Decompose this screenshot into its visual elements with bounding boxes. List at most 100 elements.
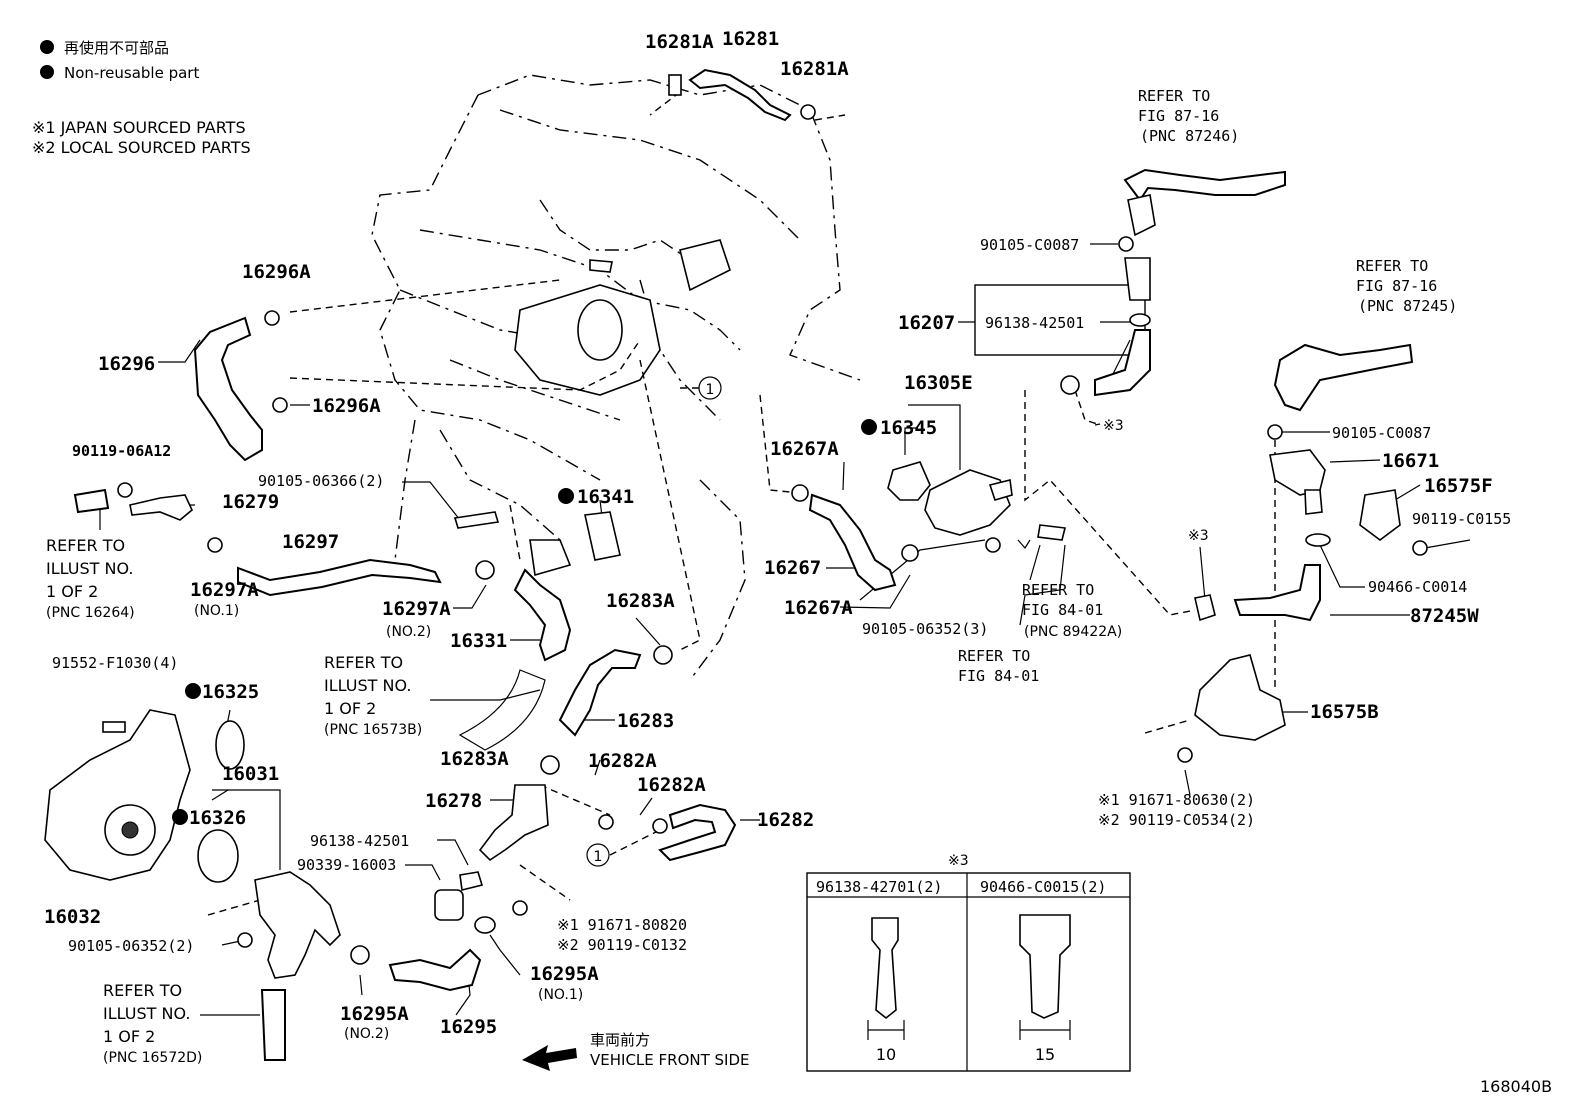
hose-16331 xyxy=(513,568,572,662)
clip-16282A xyxy=(652,818,668,834)
legend-note-local: ※2 LOCAL SOURCED PARTS xyxy=(32,138,251,157)
clip-16281A xyxy=(668,74,682,96)
part-labels: 16281A 16281 16281A 16296A 16296 16296A … xyxy=(44,28,1511,1042)
part-label: 16296A xyxy=(242,261,311,283)
part-label: 16267A xyxy=(784,597,853,619)
hose-87245W xyxy=(1233,564,1321,622)
part-label: 16282A xyxy=(588,750,657,772)
clip-90466-C0015-drawing xyxy=(1019,914,1071,1019)
legend-non-reusable-jp: 再使用不可部品 xyxy=(64,39,169,57)
ref-line: 1 OF 2 xyxy=(46,582,98,601)
joint-16279 xyxy=(129,494,193,521)
non-reusable-dot-icon xyxy=(185,683,201,699)
part-label: 16207 xyxy=(898,312,955,334)
ref-line: FIG 87-16 xyxy=(1138,107,1219,125)
clip-16282A xyxy=(598,814,614,830)
valve-16671 xyxy=(1269,449,1326,496)
clip-16267A xyxy=(791,484,809,502)
parts: 1 1 xyxy=(44,68,1428,1061)
part-label: 16267A xyxy=(770,438,839,460)
ref-line: REFER TO xyxy=(103,981,182,1000)
vehicle-front-indicator: 車両前方 VEHICLE FRONT SIDE xyxy=(522,1031,750,1071)
ref-line: FIG 87-16 xyxy=(1356,277,1437,295)
table-col-header: 96138-42701(2) xyxy=(816,878,942,896)
legend: 再使用不可部品 Non-reusable part ※1 JAPAN SOURC… xyxy=(32,39,251,157)
part-label: 16325 xyxy=(202,681,259,703)
part-label: 16296A xyxy=(312,395,381,417)
front-label-jp: 車両前方 xyxy=(590,1031,650,1049)
leader-dashes xyxy=(207,91,1276,916)
part-label: 90119-C0155 xyxy=(1412,510,1511,528)
part-label: ※3 xyxy=(1188,528,1209,544)
ref-line: (PNC 16264) xyxy=(46,605,135,621)
clip-16281A xyxy=(800,104,816,120)
ref-line: (PNC 16573B) xyxy=(324,722,422,738)
joint-16207 xyxy=(1124,257,1151,301)
non-reusable-dot-icon xyxy=(40,65,54,79)
part-label: 16267 xyxy=(764,557,821,579)
reference-circle-number: 1 xyxy=(594,849,603,865)
clip-16296A xyxy=(272,397,288,413)
engine-outline xyxy=(371,74,861,681)
figure-id: 168040B xyxy=(1480,1077,1552,1096)
clip-16283A xyxy=(653,645,673,665)
ref-line: ILLUST NO. xyxy=(103,1004,190,1023)
reference-notes: REFER TO FIG 87-16 (PNC 87246) REFER TO … xyxy=(46,87,1457,1066)
front-label-en: VEHICLE FRONT SIDE xyxy=(590,1051,750,1069)
part-label: 16331 xyxy=(450,630,507,652)
legend-note-japan: ※1 JAPAN SOURCED PARTS xyxy=(32,118,246,137)
part-label: 16281A xyxy=(645,31,714,53)
pipe-16278 xyxy=(478,784,549,862)
hose-16297 xyxy=(237,558,442,597)
clip-16295A xyxy=(474,916,496,934)
water-inlet-16031 xyxy=(254,871,341,979)
clip-16297A xyxy=(207,537,223,553)
plug-90339 xyxy=(434,889,464,921)
part-label: ※2 90119-C0132 xyxy=(557,936,687,954)
part-label: 16295A xyxy=(340,1003,409,1025)
part-label: 16575B xyxy=(1310,701,1379,723)
clip-detail-table: ※3 96138-42701(2) 90466-C0015(2) 10 15 xyxy=(806,853,1131,1072)
bolt-90105-C0087-icon xyxy=(1267,424,1283,440)
ref-line: ILLUST NO. xyxy=(46,559,133,578)
table-dimension: 10 xyxy=(876,1045,896,1064)
part-label: 16671 xyxy=(1382,450,1439,472)
ref-line: (PNC 16572D) xyxy=(103,1050,202,1066)
water-pump-16032 xyxy=(44,709,191,881)
ref-line: (PNC 89422A) xyxy=(1024,624,1122,640)
ref-line: FIG 84-01 xyxy=(958,667,1039,685)
part-label-sub: (NO.2) xyxy=(386,624,431,640)
ref-line: REFER TO xyxy=(1356,257,1428,275)
ref-line: FIG 84-01 xyxy=(1022,601,1103,619)
hose-16295 xyxy=(388,948,482,992)
part-label: 16297 xyxy=(282,531,339,553)
part-label: 16281 xyxy=(722,28,779,50)
part-label: 16341 xyxy=(577,486,634,508)
part-label: 90339-16003 xyxy=(297,856,396,874)
reference-circle-number: 1 xyxy=(706,382,715,398)
part-label: 90105-06352(3) xyxy=(862,620,988,638)
part-label: 96138-42501 xyxy=(985,314,1084,332)
ref-line: (PNC 87246) xyxy=(1140,127,1239,145)
bolt-91671-80630-icon xyxy=(1177,747,1193,763)
part-label: 90105-06366(2) xyxy=(258,472,384,490)
part-label: 16032 xyxy=(44,906,101,928)
table-col-header: 90466-C0015(2) xyxy=(980,878,1106,896)
part-label: 90105-06352(2) xyxy=(68,937,194,955)
non-reusable-dot-icon xyxy=(40,40,54,54)
clip-96138-42701-drawing xyxy=(871,917,899,1020)
bolt-90105-06366 xyxy=(453,511,500,529)
part-label: 90466-C0014 xyxy=(1368,578,1467,596)
part-label: ※3 xyxy=(1103,418,1124,434)
part-label: 16295 xyxy=(440,1016,497,1038)
part-label: 16326 xyxy=(189,807,246,829)
part-label: 16278 xyxy=(425,790,482,812)
hose-16296 xyxy=(193,316,263,462)
clip-16297A-no2 xyxy=(475,560,495,580)
gasket-16345 xyxy=(887,461,931,501)
part-label-sub: (NO.1) xyxy=(194,603,239,619)
ref-line: REFER TO xyxy=(1022,581,1094,599)
part-label: 16279 xyxy=(222,491,279,513)
part-label: 90119-06A12 xyxy=(72,442,171,460)
